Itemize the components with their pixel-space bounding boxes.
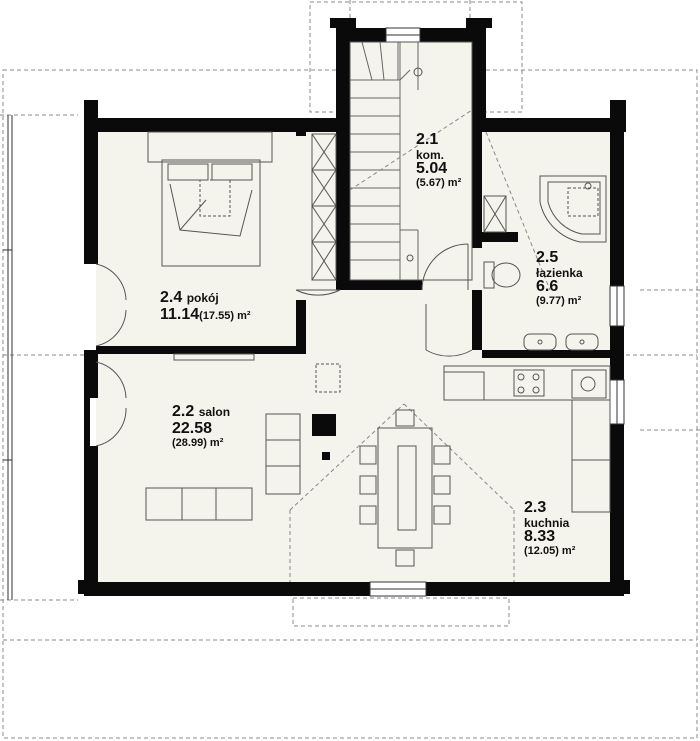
room-label-salon: 2.2 salon 22.58 (28.99) m² bbox=[172, 403, 231, 449]
terrace bbox=[3, 115, 13, 600]
windows bbox=[369, 27, 625, 597]
room-area: 22.58 bbox=[172, 419, 213, 437]
interior-walls bbox=[84, 132, 610, 446]
room-gross-area: (17.55) m² bbox=[199, 309, 251, 322]
room-name: salon bbox=[198, 405, 231, 419]
room-number: 2.3 bbox=[524, 499, 547, 516]
chimney bbox=[312, 414, 336, 460]
room-label-lazienka: 2.5 łazienka 6.6 (9.77) m² bbox=[536, 249, 583, 308]
room-label-pokoj: 2.4 pokój 11.14(17.55) m² bbox=[160, 289, 251, 324]
outer-walls bbox=[78, 18, 630, 596]
room-gross-area: (9.77) m² bbox=[536, 295, 582, 308]
room-name: pokój bbox=[186, 291, 219, 305]
room-gross-area: (5.67) m² bbox=[416, 177, 462, 190]
room-number: 2.5 bbox=[536, 249, 559, 266]
room-number: 2.2 bbox=[172, 403, 195, 420]
room-area: 8.33 bbox=[524, 528, 556, 546]
floor-area bbox=[96, 28, 612, 584]
room-label-kom: 2.1 kom. 5.04 (5.67) m² bbox=[416, 131, 462, 190]
room-number: 2.1 bbox=[416, 131, 439, 148]
room-name: łazienka bbox=[536, 265, 583, 280]
room-gross-area: (28.99) m² bbox=[172, 436, 224, 449]
room-number: 2.4 bbox=[160, 289, 183, 306]
room-area: 11.14 bbox=[160, 305, 200, 323]
room-label-kuchnia: 2.3 kuchnia 8.33 (12.05) m² bbox=[524, 499, 576, 558]
room-gross-area: (12.05) m² bbox=[524, 545, 576, 558]
furniture bbox=[95, 41, 611, 582]
room-area: 6.6 bbox=[536, 278, 559, 296]
room-name: kom. bbox=[416, 147, 445, 162]
room-area: 5.04 bbox=[416, 160, 448, 178]
room-name: kuchnia bbox=[524, 515, 570, 530]
